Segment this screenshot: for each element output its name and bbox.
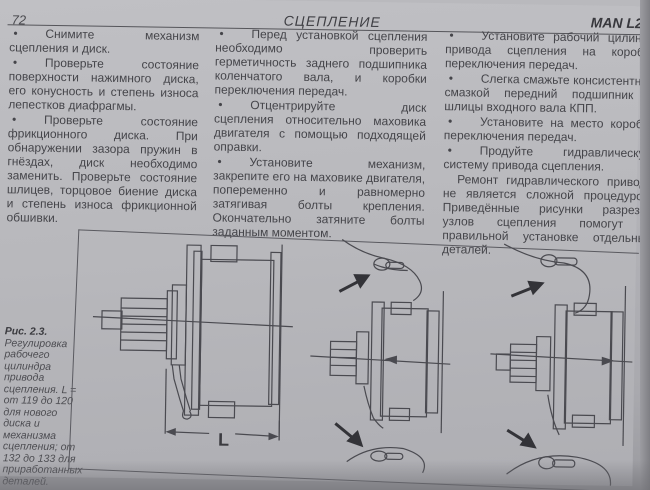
dimension-label: L (217, 429, 230, 450)
page-shadow (0, 460, 650, 490)
axis-line-1 (92, 315, 293, 328)
pointer-arrow-icon (506, 428, 537, 449)
axis-line-2 (310, 355, 451, 365)
arrow-left-icon (384, 355, 398, 365)
page-sheet: 72 СЦЕПЛЕНИЕ MAN L200 Снимите механизм с… (0, 0, 640, 486)
clutch-assembly-2 (329, 239, 445, 474)
clutch-assembly-1 (101, 244, 283, 441)
pointer-arrow-icon (338, 274, 371, 293)
arrow-right-icon (601, 356, 615, 366)
page-edge (640, 0, 650, 490)
pointer-arrow-icon (334, 422, 364, 448)
clutch-assembly-3 (495, 243, 627, 486)
pointer-arrow-icon (510, 280, 545, 298)
dimension-L (164, 368, 280, 441)
